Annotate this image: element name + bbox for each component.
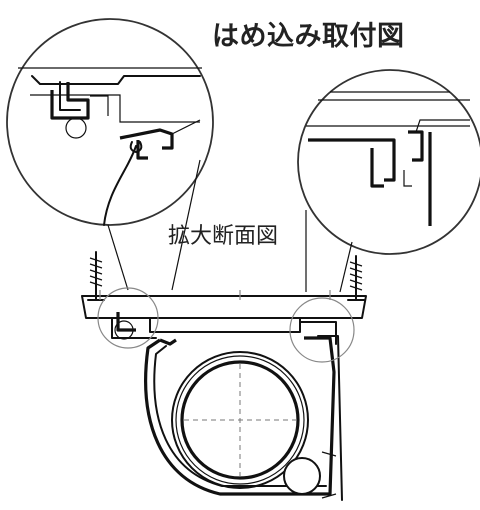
right-magnified-circle bbox=[297, 69, 480, 255]
left-screw bbox=[87, 251, 105, 301]
motor bbox=[283, 451, 337, 499]
fan-ring bbox=[171, 351, 309, 489]
right-screw bbox=[347, 255, 365, 301]
right-detail-marker bbox=[289, 297, 355, 363]
left-magnified-circle bbox=[6, 18, 214, 226]
left-detail-marker bbox=[97, 287, 159, 349]
diagram-subtitle: 拡大断面図 bbox=[168, 224, 279, 249]
diagram-title: はめ込み取付図 bbox=[212, 21, 405, 52]
left-leader-line-2 bbox=[171, 159, 201, 291]
mounting-frame bbox=[111, 312, 337, 345]
ceiling-board bbox=[81, 290, 367, 319]
right-leader-line-2 bbox=[339, 241, 353, 293]
left-leader-line bbox=[107, 224, 129, 291]
